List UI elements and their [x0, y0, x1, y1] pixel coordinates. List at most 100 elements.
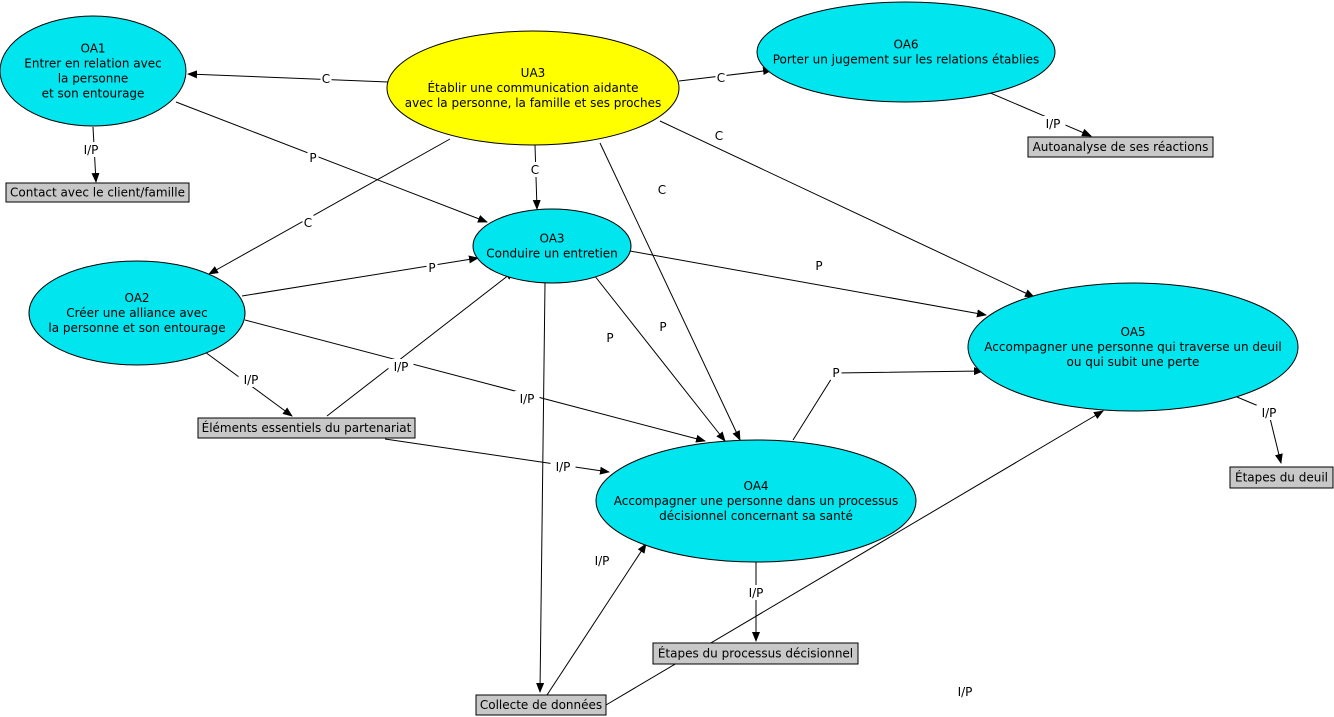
edge-label-group: I/P — [1256, 405, 1282, 420]
edge-label-group: I/P — [589, 553, 615, 568]
edge-label-backdrop — [529, 162, 541, 177]
edge-oa6-to-autoanalyse — [987, 91, 1092, 137]
edge-label: C — [717, 71, 725, 85]
box-shape — [652, 642, 859, 665]
edge-label-backdrop — [715, 70, 727, 85]
node-label-line: Établir une communication aidante — [427, 80, 638, 95]
box-label: Étapes du processus décisionnel — [658, 646, 853, 661]
edge-label: I/P — [556, 460, 571, 474]
node-label-line: ou qui subit une perte — [1067, 355, 1200, 369]
node-label-line: la personne — [58, 72, 129, 86]
node-label-line: Entrer en relation avec — [24, 57, 161, 71]
node-oa5-shape — [967, 282, 1299, 412]
edge-label-backdrop — [604, 330, 616, 345]
box-shape — [1027, 136, 1214, 158]
edge-ua3-to-oa1 — [187, 70, 389, 83]
edge-label: P — [309, 151, 316, 165]
edge-label-group: P — [307, 150, 319, 165]
edges-layer — [91, 67, 1283, 706]
edge-label-backdrop — [743, 585, 769, 600]
edge-elements-to-oa3 — [326, 270, 515, 417]
node-oa1-shape — [0, 15, 187, 127]
edge-label: C — [715, 129, 723, 143]
edge-label-group: I/P — [952, 684, 978, 699]
node-label-line: et son entourage — [42, 87, 145, 101]
box-etapes-deuil[interactable]: Étapes du deuil — [1229, 466, 1334, 489]
node-code: UA3 — [521, 66, 546, 80]
node-ua3-shape — [386, 30, 680, 146]
box-shape — [475, 694, 607, 716]
edge-label: I/P — [520, 392, 535, 406]
node-label-line: Conduire un entretien — [486, 247, 618, 261]
box-label: Étapes du deuil — [1235, 470, 1328, 485]
edge-label-group: P — [830, 365, 842, 380]
edge-label: C — [322, 72, 330, 86]
box-etapes-proc[interactable]: Étapes du processus décisionnel — [652, 642, 859, 665]
box-label: Autoanalyse de ses réactions — [1033, 140, 1209, 154]
box-collecte[interactable]: Collecte de données — [475, 694, 607, 716]
edge-label-backdrop — [320, 71, 332, 86]
node-label-line: Porter un jugement sur les relations éta… — [773, 53, 1040, 67]
edge-label-group: I/P — [388, 359, 414, 374]
edge-collecte-to-oa4 — [546, 543, 647, 696]
edge-label: P — [832, 366, 839, 380]
edge-label-group: I/P — [78, 142, 104, 157]
box-label: Éléments essentiels du partenariat — [202, 420, 412, 435]
box-autoanalyse[interactable]: Autoanalyse de ses réactions — [1027, 136, 1214, 158]
edge-label-group: P — [813, 258, 825, 273]
node-label-line: avec la personne, la famille et ses proc… — [405, 96, 662, 110]
box-elements[interactable]: Éléments essentiels du partenariat — [197, 417, 416, 439]
edge-label: I/P — [749, 586, 764, 600]
edge-label-backdrop — [830, 365, 842, 380]
edge-label: I/P — [958, 685, 973, 699]
edge-label-backdrop — [388, 359, 414, 374]
edge-label: P — [815, 259, 822, 273]
edge-label-group: P — [604, 330, 616, 345]
edge-label-group: C — [656, 182, 668, 197]
edge-label-backdrop — [656, 182, 668, 197]
node-code: OA6 — [893, 38, 918, 52]
box-shape — [197, 417, 416, 439]
edge-label-backdrop — [238, 372, 264, 387]
edge-ua3-to-oa5 — [659, 120, 1035, 298]
edge-ua3-to-oa2 — [208, 138, 451, 275]
edge-label-group: C — [715, 70, 727, 85]
node-code: OA1 — [80, 42, 105, 56]
edge-label-backdrop — [302, 215, 314, 230]
edge-label-group: I/P — [514, 391, 540, 406]
edge-label-group: I/P — [743, 585, 769, 600]
node-label-line: la personne et son entourage — [48, 321, 225, 335]
edge-label: P — [428, 261, 435, 275]
edge-ua3-to-oa4 — [599, 142, 741, 441]
edge-oa3-to-oa5 — [629, 250, 987, 318]
edge-label: P — [659, 320, 666, 334]
edge-label-group: C — [320, 71, 332, 86]
edge-label: I/P — [1262, 406, 1277, 420]
edge-label: I/P — [84, 143, 99, 157]
node-oa6-shape — [756, 1, 1056, 103]
edge-label-group: I/P — [238, 372, 264, 387]
edge-label-group: I/P — [550, 459, 576, 474]
edge-label-backdrop — [813, 258, 825, 273]
edge-label-group: P — [657, 319, 669, 334]
box-contact[interactable]: Contact avec le client/famille — [5, 182, 190, 203]
edge-label-backdrop — [589, 553, 615, 568]
edge-label-group: C — [302, 215, 314, 230]
node-code: OA4 — [743, 479, 768, 493]
edge-oa4-to-oa5 — [792, 367, 984, 441]
node-label-line: décisionnel concernant sa santé — [659, 509, 853, 523]
edge-label-backdrop — [1256, 405, 1282, 420]
edge-oa1-to-oa3 — [175, 101, 488, 223]
box-shape — [1229, 466, 1334, 489]
edge-oa2-to-oa4 — [244, 319, 706, 443]
edge-label-group: P — [426, 260, 438, 275]
